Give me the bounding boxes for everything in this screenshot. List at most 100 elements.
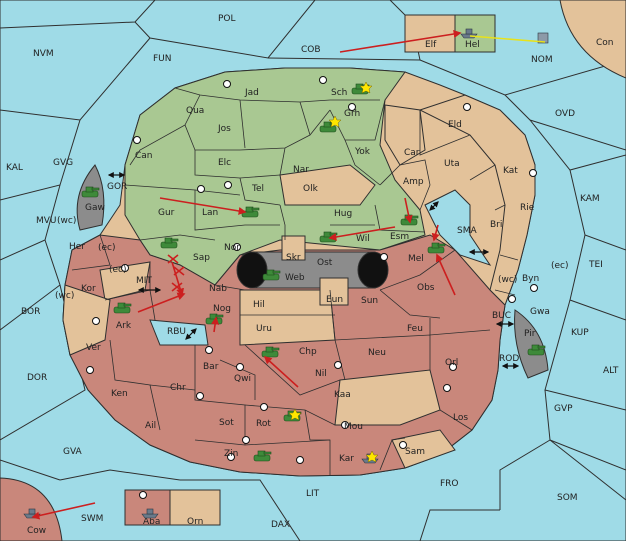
territory-label-Ark: Ark: [116, 321, 132, 331]
army-unit-icon: [241, 206, 260, 218]
sea-label-NVM: NVM: [33, 49, 54, 59]
sea-label-KUP: KUP: [571, 328, 589, 338]
territory-label-Uta: Uta: [444, 159, 460, 169]
army-unit-icon: [427, 242, 446, 254]
territory-label-Sun: Sun: [361, 296, 378, 306]
territory-label-Skr: Skr: [286, 253, 301, 263]
territory-label-Kaa: Kaa: [334, 390, 351, 400]
adjacency-arrows: [107, 172, 520, 369]
territory-label-Tel: Tel: [251, 184, 264, 194]
territory-label-Bri: Bri: [490, 220, 502, 230]
territory-label-Can: Can: [135, 151, 153, 161]
sea-label-SMA: SMA: [457, 226, 477, 236]
territory-label-Hel: Hel: [465, 40, 480, 50]
sea-label-KAL: KAL: [6, 163, 23, 173]
coast-marker: (ec): [551, 261, 569, 271]
territory-label-Bar: Bar: [203, 362, 219, 372]
territory-label-Chr: Chr: [170, 383, 186, 393]
territory-label-Elc: Elc: [218, 158, 231, 168]
territory-label-Web: Web: [285, 273, 305, 283]
territory-label-Lan: Lan: [202, 208, 218, 218]
territory-label-Nor: Nor: [224, 243, 240, 253]
territory-label-Zin: Zin: [224, 449, 238, 459]
territory-label-Jad: Jad: [244, 88, 259, 98]
supply-centers: [86, 76, 538, 499]
territory-label-Eld: Eld: [448, 120, 462, 130]
territory-label-Gwa: Gwa: [530, 307, 550, 317]
fleet-unit-icon: [141, 508, 159, 519]
star-icon: [359, 81, 373, 94]
sea-label-KAM: KAM: [580, 194, 600, 204]
territory-label-Yok: Yok: [354, 147, 371, 157]
territory-label-Eun: Eun: [326, 295, 343, 305]
territory-label-Chp: Chp: [299, 347, 317, 357]
territory-label-Feu: Feu: [407, 324, 423, 334]
army-unit-icon: [81, 186, 100, 198]
territory-label-Nab: Nab: [209, 284, 227, 294]
sea-label-POL: POL: [218, 14, 236, 24]
territory-label-Gur: Gur: [158, 208, 175, 218]
star-icon: [365, 450, 379, 463]
territory-label-Hil: Hil: [253, 300, 265, 310]
order-arrows: [31, 30, 462, 520]
coast-marker: (wc): [55, 291, 74, 301]
sea-label-COB: COB: [301, 45, 321, 55]
territory-label-Rie: Rie: [520, 203, 535, 213]
territory-label-Aba: Aba: [143, 517, 160, 527]
coast-marker: (wc): [57, 216, 76, 226]
territory-label-Elf: Elf: [425, 40, 437, 50]
territory-label-Kor: Kor: [81, 284, 96, 294]
sea-label-FRO: FRO: [440, 479, 459, 489]
sea-label-ROD: ROD: [499, 354, 519, 364]
territory-label-Cow: Cow: [27, 526, 46, 536]
coast-markers: (wc) (ec) (ec) (wc) (wc) (ec): [55, 216, 569, 301]
territory-label-Gaw: Gaw: [85, 203, 105, 213]
army-unit-icon: [527, 344, 546, 356]
failed-order-marks: [167, 254, 185, 292]
sea-label-DOR: DOR: [27, 373, 47, 383]
sea-label-NOM: NOM: [531, 55, 553, 65]
territory-label-Byn: Byn: [522, 274, 539, 284]
territory-label-Amp: Amp: [403, 177, 424, 187]
support-arrow: [469, 35, 546, 43]
home-markers: [288, 81, 379, 463]
sea-labels: POL NVM FUN COB NOM OVD KAL GVG MVU BOR …: [6, 14, 619, 530]
territory-label-Kat: Kat: [503, 166, 518, 176]
territory-label-Her: Her: [69, 242, 85, 252]
territory-label-Wil: Wil: [356, 234, 370, 244]
territory-label-Orl: Orl: [445, 358, 458, 368]
sea-label-FUN: FUN: [153, 54, 172, 64]
sea-label-TEI: TEI: [588, 260, 603, 270]
territory-label-Neu: Neu: [368, 348, 386, 358]
territory-label-Uru: Uru: [256, 324, 272, 334]
territory-label-Sam: Sam: [405, 447, 425, 457]
coast-marker: (wc): [498, 275, 517, 285]
territory-label-Rot: Rot: [256, 419, 271, 429]
territory-label-Mou: Mou: [344, 422, 363, 432]
territory-label-Grh: Grh: [344, 109, 360, 119]
army-unit-icon: [113, 302, 132, 314]
sea-label-MVU: MVU: [36, 216, 57, 226]
territory-label-Orn: Orn: [187, 517, 203, 527]
sea-label-LIT: LIT: [306, 489, 320, 499]
territory-label-Ver: Ver: [86, 343, 101, 353]
territory-label-Con: Con: [596, 38, 614, 48]
sea-label-GVA: GVA: [63, 447, 83, 457]
army-unit-icon: [261, 346, 280, 358]
sea-label-GOR: GOR: [107, 182, 127, 192]
sea-label-GVP: GVP: [554, 404, 573, 414]
sea-label-RBU: RBU: [167, 327, 186, 337]
territory-borders: [71, 87, 519, 476]
star-icon: [328, 115, 342, 128]
territory-label-Nar: Nar: [293, 165, 309, 175]
sea-label-GVG: GVG: [53, 158, 73, 168]
sea-label-MIT: MIT: [136, 276, 152, 286]
territory-label-Obs: Obs: [417, 283, 435, 293]
territory-label-Sot: Sot: [219, 418, 234, 428]
army-unit-icon: [253, 450, 272, 462]
territory-label-Nil: Nil: [315, 369, 327, 379]
sea-label-BUC: BUC: [492, 311, 511, 321]
sea-label-BOR: BOR: [21, 307, 40, 317]
